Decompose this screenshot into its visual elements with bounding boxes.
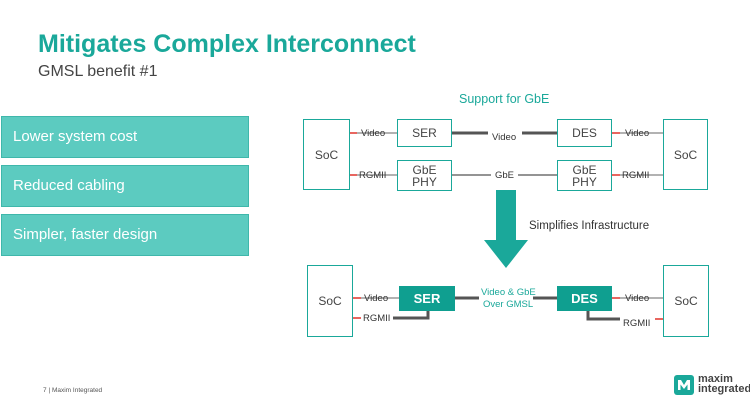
page-number: 7 xyxy=(43,387,47,394)
slide-title: Mitigates Complex Interconnect xyxy=(38,30,416,58)
slide-subtitle: GMSL benefit #1 xyxy=(38,63,158,80)
bottom-soc-right: SoC xyxy=(663,265,709,337)
arrow-caption: Simplifies Infrastructure xyxy=(529,220,650,232)
top-video-link-label: Video xyxy=(492,132,517,143)
maxim-logo-text: maxim integrated xyxy=(698,373,750,395)
bottom-video-right-label: Video xyxy=(625,293,650,304)
benefit-simpler-design: Simpler, faster design xyxy=(1,214,249,256)
top-soc-left: SoC xyxy=(303,119,350,190)
footer-company: Maxim Integrated xyxy=(51,387,103,394)
bottom-ser-box: SER xyxy=(399,286,455,311)
maxim-logo-icon xyxy=(674,375,694,395)
top-des-box: DES xyxy=(557,119,612,147)
bottom-rgmii-left-label: RGMII xyxy=(363,313,391,324)
top-caption: Support for GbE xyxy=(459,92,550,106)
top-soc-right: SoC xyxy=(663,119,708,190)
bottom-soc-left: SoC xyxy=(307,265,353,337)
bottom-link-label-1: Video & GbE xyxy=(481,287,536,298)
top-rgmii-left-label: RGMII xyxy=(359,170,387,181)
top-video-right-label: Video xyxy=(625,128,650,139)
bottom-rgmii-right-label: RGMII xyxy=(623,318,651,329)
bottom-des-box: DES xyxy=(557,286,612,311)
top-video-left-label: Video xyxy=(361,128,386,139)
benefit-reduced-cabling: Reduced cabling xyxy=(1,165,249,207)
top-gbe-link-label: GbE xyxy=(495,170,515,181)
top-rgmii-right-label: RGMII xyxy=(622,170,650,181)
footer: 7 | Maxim Integrated xyxy=(43,387,102,394)
footer-separator: | xyxy=(48,387,51,394)
bottom-link-label-2: Over GMSL xyxy=(483,299,534,310)
benefit-lower-cost: Lower system cost xyxy=(1,116,249,158)
top-ser-box: SER xyxy=(397,119,452,147)
bottom-video-left-label: Video xyxy=(364,293,389,304)
